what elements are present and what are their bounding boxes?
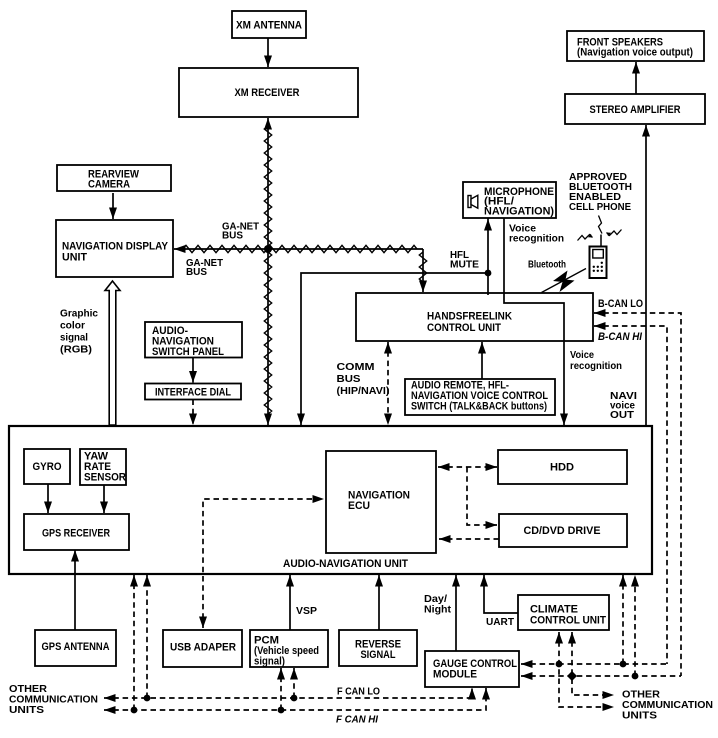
svg-text:(Vehicle speed: (Vehicle speed — [254, 645, 319, 657]
svg-text:GPS RECEIVER: GPS RECEIVER — [42, 528, 110, 540]
svg-text:UART: UART — [486, 617, 515, 628]
svg-text:recognition: recognition — [509, 234, 564, 245]
svg-text:Graphic: Graphic — [60, 309, 98, 320]
svg-text:HANDSFREELINK: HANDSFREELINK — [427, 311, 512, 323]
svg-text:BUS: BUS — [222, 231, 243, 242]
svg-text:HFL: HFL — [450, 250, 470, 261]
svg-text:CLIMATE: CLIMATE — [530, 604, 578, 616]
svg-text:signal: signal — [60, 333, 88, 344]
svg-text:NAVIGATION VOICE CONTROL: NAVIGATION VOICE CONTROL — [411, 390, 548, 402]
svg-text:AUDIO-NAVIGATION UNIT: AUDIO-NAVIGATION UNIT — [283, 558, 408, 570]
svg-text:NAVIGATION: NAVIGATION — [348, 490, 410, 502]
svg-text:SWITCH (TALK&BACK buttons): SWITCH (TALK&BACK buttons) — [411, 401, 547, 413]
svg-text:OUT: OUT — [610, 410, 635, 421]
svg-text:voice: voice — [610, 401, 635, 412]
svg-text:ENABLED: ENABLED — [569, 192, 622, 203]
svg-text:CONTROL UNIT: CONTROL UNIT — [530, 615, 606, 627]
svg-text:CELL PHONE: CELL PHONE — [569, 202, 631, 213]
svg-text:NAVI: NAVI — [610, 391, 637, 402]
svg-text:HDD: HDD — [550, 462, 574, 474]
svg-text:CAMERA: CAMERA — [88, 179, 130, 191]
svg-text:SENSOR: SENSOR — [84, 472, 126, 484]
svg-text:NAVIGATION: NAVIGATION — [152, 336, 214, 348]
svg-text:GYRO: GYRO — [33, 461, 62, 473]
svg-text:Day/: Day/ — [424, 594, 447, 605]
svg-text:GPS ANTENNA: GPS ANTENNA — [42, 641, 110, 653]
svg-text:GA-NET: GA-NET — [222, 222, 260, 233]
svg-text:VSP: VSP — [296, 606, 317, 617]
svg-text:XM ANTENNA: XM ANTENNA — [236, 20, 302, 32]
svg-text:UNIT: UNIT — [62, 252, 87, 264]
svg-text:APPROVED: APPROVED — [569, 172, 627, 183]
svg-text:ECU: ECU — [348, 500, 370, 512]
svg-text:YAW: YAW — [84, 451, 109, 463]
svg-text:BLUETOOTH: BLUETOOTH — [569, 182, 632, 193]
svg-text:COMM: COMM — [337, 362, 375, 373]
svg-text:CD/DVD DRIVE: CD/DVD DRIVE — [524, 525, 601, 537]
svg-text:OTHER: OTHER — [622, 690, 661, 701]
svg-text:(RGB): (RGB) — [60, 345, 92, 356]
svg-text:AUDIO REMOTE, HFL-: AUDIO REMOTE, HFL- — [411, 380, 509, 392]
svg-text:MODULE: MODULE — [433, 669, 477, 681]
svg-text:MUTE: MUTE — [450, 260, 479, 271]
svg-text:(HFL/: (HFL/ — [484, 196, 514, 208]
svg-text:B-CAN LO: B-CAN LO — [598, 298, 643, 310]
svg-text:INTERFACE DIAL: INTERFACE DIAL — [155, 387, 231, 399]
svg-text:color: color — [60, 321, 85, 332]
svg-text:signal): signal) — [254, 656, 285, 668]
svg-text:REARVIEW: REARVIEW — [88, 169, 140, 181]
svg-text:BUS: BUS — [337, 374, 361, 385]
svg-text:RATE: RATE — [84, 461, 111, 473]
svg-text:(Navigation voice output): (Navigation voice output) — [577, 47, 693, 59]
svg-text:F CAN LO: F CAN LO — [337, 687, 380, 698]
svg-text:USB ADAPER: USB ADAPER — [170, 642, 236, 654]
svg-text:STEREO AMPLIFIER: STEREO AMPLIFIER — [590, 104, 681, 116]
svg-text:Night: Night — [424, 605, 452, 616]
svg-text:MICROPHONE: MICROPHONE — [484, 186, 554, 198]
svg-text:recognition: recognition — [570, 361, 622, 372]
svg-text:BUS: BUS — [186, 267, 207, 278]
svg-text:XM RECEIVER: XM RECEIVER — [235, 87, 300, 99]
svg-text:(HIP/NAVI): (HIP/NAVI) — [337, 386, 390, 397]
svg-text:SWITCH PANEL: SWITCH PANEL — [152, 346, 224, 358]
svg-text:PCM: PCM — [254, 635, 279, 647]
svg-text:GA-NET: GA-NET — [186, 258, 224, 269]
svg-text:COMMUNICATION: COMMUNICATION — [9, 695, 98, 706]
svg-text:B-CAN HI: B-CAN HI — [598, 331, 643, 343]
svg-text:CONTROL UNIT: CONTROL UNIT — [427, 322, 501, 334]
svg-text:Voice: Voice — [509, 224, 536, 235]
svg-text:FRONT SPEAKERS: FRONT SPEAKERS — [577, 37, 663, 49]
svg-text:UNITS: UNITS — [622, 711, 657, 722]
svg-text:OTHER: OTHER — [9, 684, 48, 695]
svg-text:Voice: Voice — [570, 350, 594, 361]
svg-text:Bluetooth: Bluetooth — [528, 260, 566, 271]
svg-text:COMMUNICATION: COMMUNICATION — [622, 700, 713, 711]
svg-text:AUDIO-: AUDIO- — [152, 325, 188, 337]
svg-text:REVERSE: REVERSE — [355, 639, 401, 651]
svg-text:NAVIGATION DISPLAY: NAVIGATION DISPLAY — [62, 241, 169, 253]
svg-text:GAUGE CONTROL: GAUGE CONTROL — [433, 658, 517, 670]
svg-text:F CAN HI: F CAN HI — [336, 715, 379, 726]
svg-text:NAVIGATION): NAVIGATION) — [484, 205, 554, 217]
svg-text:SIGNAL: SIGNAL — [361, 649, 396, 661]
svg-text:UNITS: UNITS — [9, 705, 44, 716]
